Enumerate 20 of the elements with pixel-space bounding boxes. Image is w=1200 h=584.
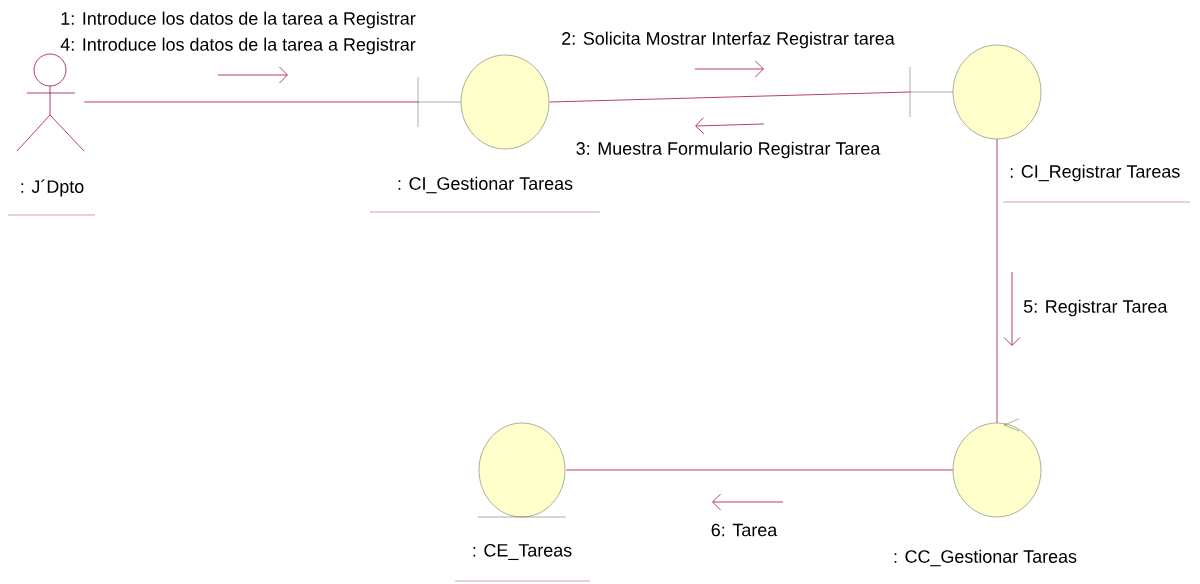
message-label: 6: Tarea xyxy=(711,523,778,537)
object-label: : CE_Tareas xyxy=(454,543,591,582)
link-line xyxy=(996,138,998,424)
link-line xyxy=(549,91,911,103)
message-label: 1: Introduce los datos de la tarea a Registrar xyxy=(61,11,416,29)
link-line xyxy=(83,101,419,103)
message-label: 3: Muestra Formulario Registrar Tarea xyxy=(576,141,881,159)
object-label: : CI_Gestionar Tareas xyxy=(369,176,601,213)
object-label: : CI_Registrar Tareas xyxy=(1002,164,1191,203)
boundary-symbol xyxy=(909,44,1042,140)
message-label: 5: Registrar Tarea xyxy=(1023,299,1168,317)
message-label: 4: Introduce los datos de la tarea a Registrar xyxy=(60,37,416,55)
actor-figure xyxy=(16,53,85,152)
entity-symbol xyxy=(477,422,567,518)
control-symbol xyxy=(952,418,1042,518)
message-label: 2: Solicita Mostrar Interfaz Registrar tarea xyxy=(562,31,895,49)
link-line xyxy=(565,469,954,471)
object-label: : CC_Gestionar Tareas xyxy=(894,549,1077,567)
boundary-symbol xyxy=(417,54,550,150)
object-label: : J´Dpto xyxy=(7,179,96,216)
